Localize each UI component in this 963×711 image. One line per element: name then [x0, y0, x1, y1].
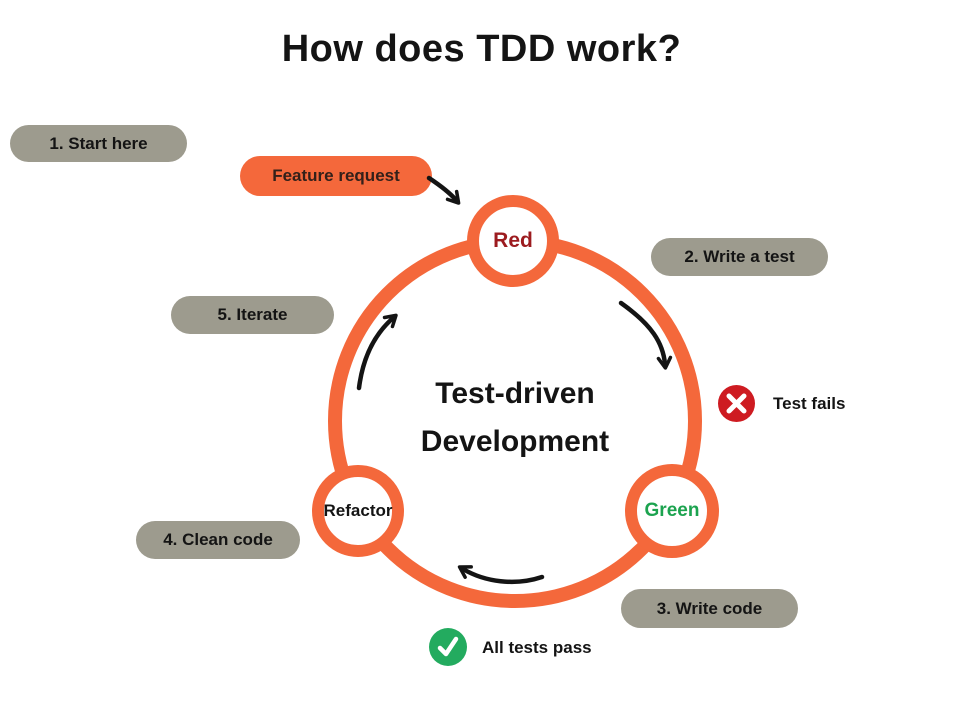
node-red: Red	[467, 195, 559, 287]
feature-request-pill: Feature request	[240, 156, 432, 196]
step-label: 3. Write code	[656, 598, 763, 618]
test-fails-label: Test fails	[773, 394, 846, 413]
diagram-center-caption: Test-driven Development	[365, 370, 665, 466]
feature-request-label: Feature request	[272, 166, 400, 185]
all-tests-pass-label: All tests pass	[482, 638, 592, 657]
x-glyph	[726, 393, 747, 414]
check-glyph	[437, 636, 459, 657]
step-pill-write-code: 3. Write code	[621, 589, 798, 628]
node-red-label: Red	[493, 229, 533, 252]
arrow-feature-to-red	[426, 175, 461, 205]
node-green-label: Green	[644, 500, 700, 521]
step-label: 5. Iterate	[217, 305, 288, 324]
node-refactor-label: Refactor	[323, 501, 393, 520]
node-refactor: Refactor	[312, 465, 404, 557]
check-circle-icon	[429, 628, 467, 666]
caption-line-2: Development	[420, 425, 610, 458]
step-pill-start-here: 1. Start here	[10, 125, 187, 162]
step-label: 4. Clean code	[163, 530, 273, 549]
x-circle-icon	[718, 385, 755, 422]
step-label: 1. Start here	[49, 133, 148, 153]
step-label: 2. Write a test	[684, 247, 795, 266]
step-pill-iterate: 5. Iterate	[171, 296, 334, 334]
caption-line-1: Test-driven	[435, 377, 595, 410]
node-green: Green	[625, 464, 719, 558]
step-pill-clean-code: 4. Clean code	[136, 521, 300, 559]
page-title: How does TDD work?	[281, 28, 682, 70]
step-pill-write-a-test: 2. Write a test	[651, 238, 828, 276]
